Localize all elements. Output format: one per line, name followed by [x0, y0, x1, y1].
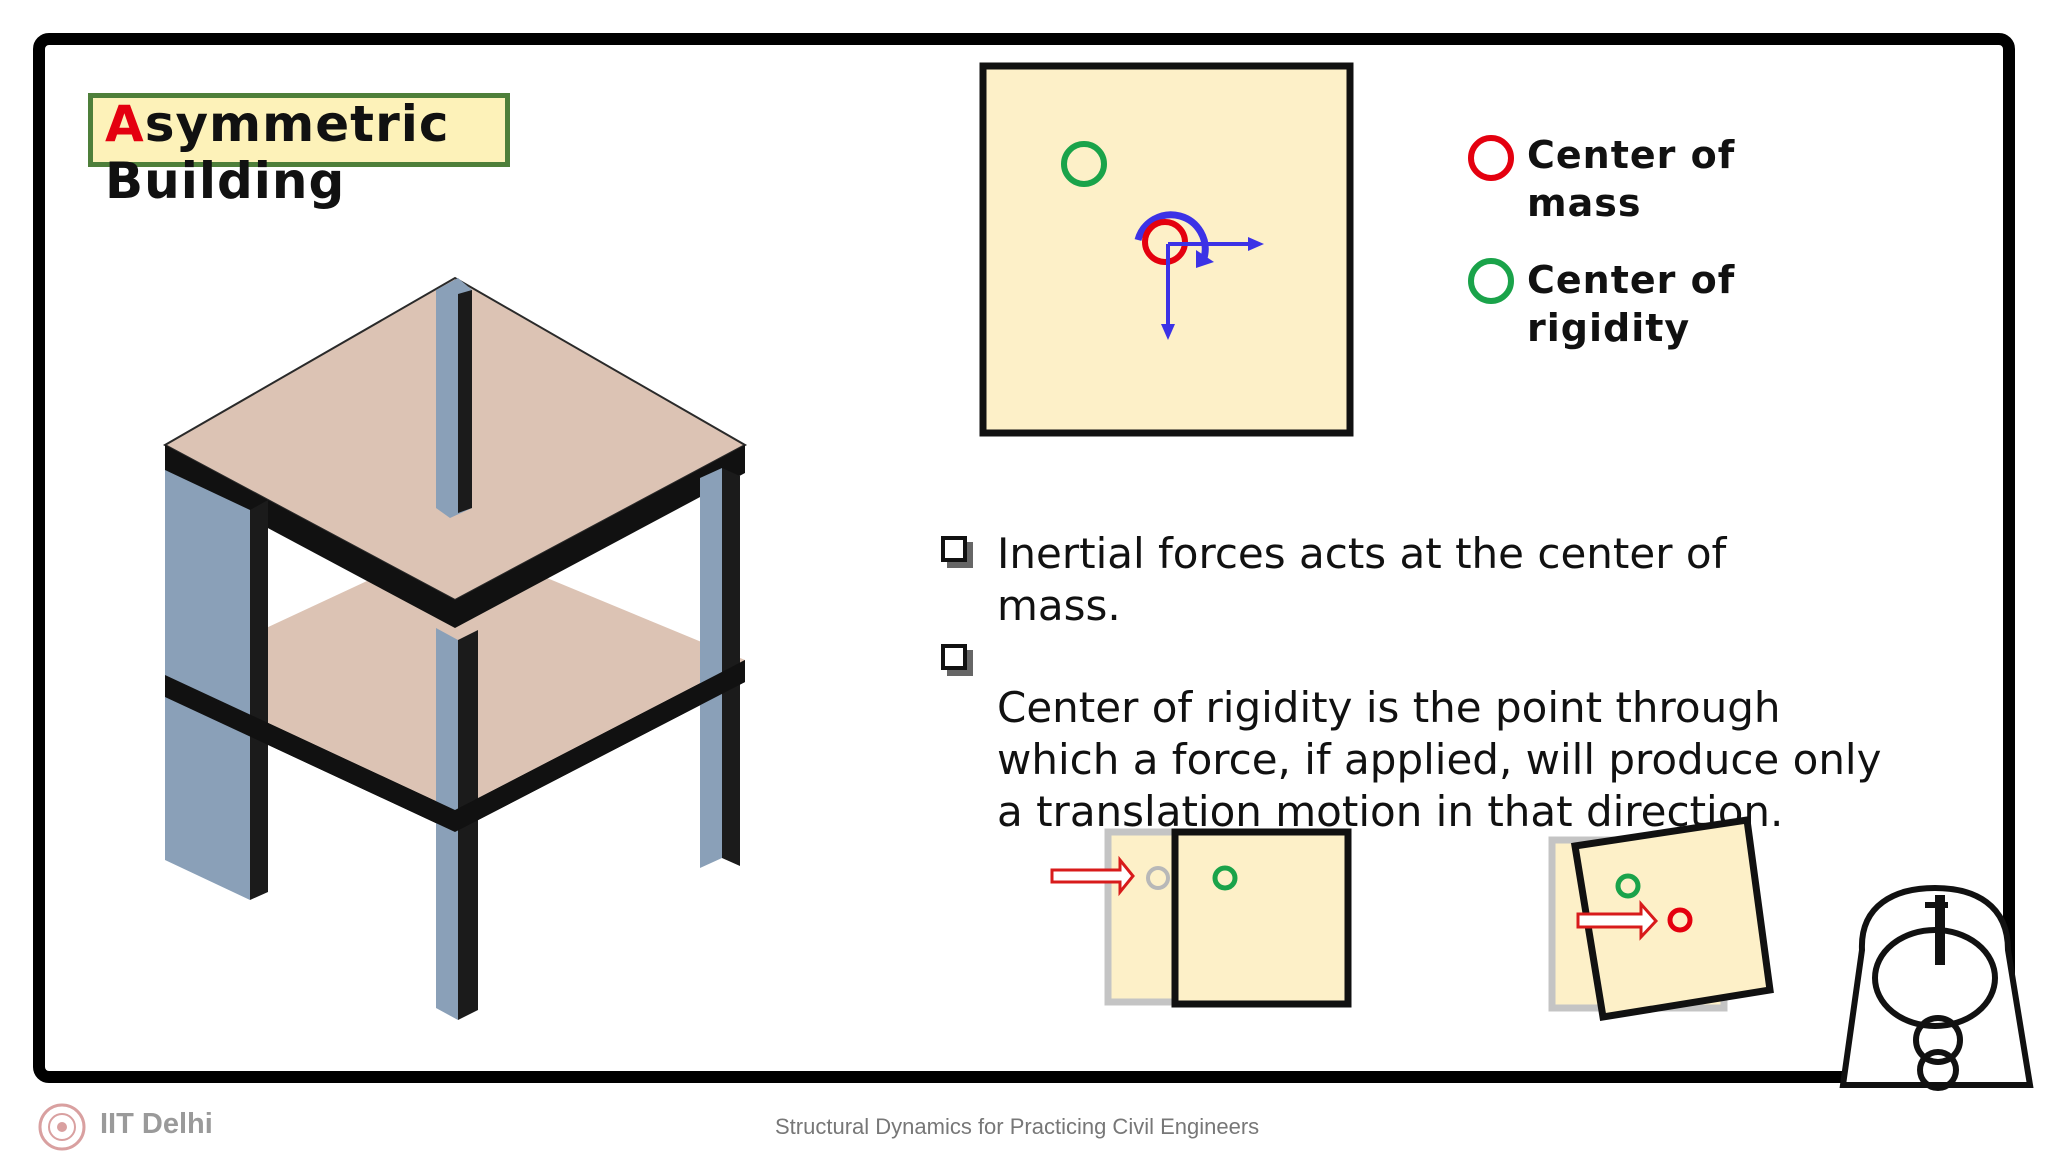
center-of-mass-marker	[1667, 907, 1693, 933]
bullet-text-2: Center of rigidity is the point through …	[997, 683, 1882, 836]
title-box	[88, 93, 510, 167]
rigidity-legend-label: Center of rigidity	[1527, 258, 1736, 350]
logo-text: IIT Delhi	[100, 1108, 213, 1140]
square-bullet-icon	[941, 536, 967, 562]
center-of-rigidity-marker	[1615, 873, 1641, 899]
slide-title: Asymmetric Building	[105, 96, 450, 210]
rigidity-legend-marker	[1468, 258, 1514, 304]
title-line1-rest: symmetric	[144, 95, 450, 153]
title-first-letter: A	[105, 95, 145, 153]
center-of-rigidity-marker	[1061, 141, 1107, 187]
bullet-text-1: Inertial forces acts at the center of ma…	[997, 529, 1727, 630]
mass-legend-label: Center of mass	[1527, 133, 1736, 225]
square-bullet-icon	[941, 644, 967, 670]
course-title: Structural Dynamics for Practicing Civil…	[775, 1114, 1260, 1139]
title-line2: Building	[105, 152, 346, 210]
iit-delhi-seal-icon	[38, 1103, 86, 1151]
mass-legend-marker	[1468, 135, 1514, 181]
center-of-rigidity-marker	[1212, 865, 1238, 891]
